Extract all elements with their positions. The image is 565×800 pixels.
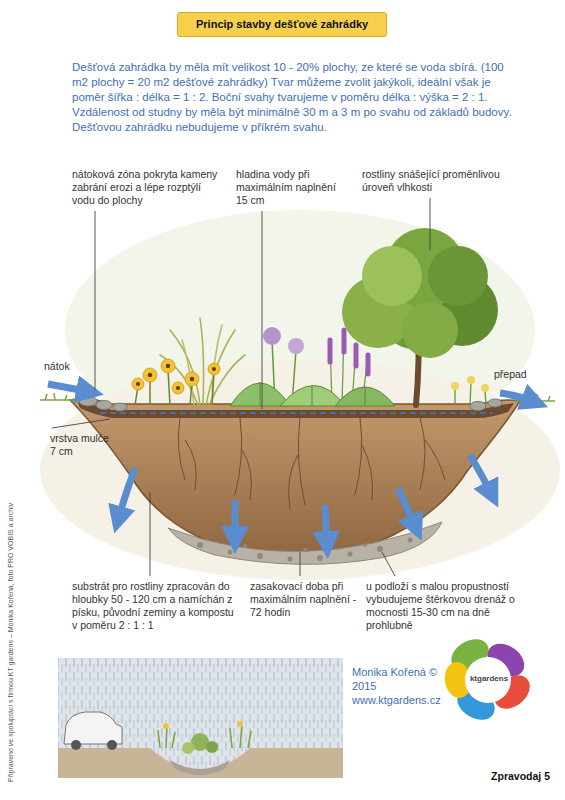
soil-basin [70, 399, 520, 565]
ktgardens-logo [442, 633, 536, 726]
leader-line [95, 211, 96, 390]
credit-sidebar: Připraveno ve spolupráci s firmou KT gar… [6, 422, 15, 782]
leader-lines [52, 198, 430, 576]
yellow-flowers [132, 359, 220, 405]
hosta-mounds [230, 382, 395, 406]
callout-text: substrát pro rostliny zpracován do hloub… [72, 580, 240, 632]
page-footer: Zpravodaj 5 [470, 770, 550, 783]
leader-line [430, 198, 431, 250]
title-banner: Princip stavby dešťové zahrádky [177, 12, 387, 37]
leader-line [300, 552, 301, 576]
logo-text: ktgardens [466, 674, 512, 684]
leader-line [52, 419, 110, 428]
water-arrows [48, 384, 535, 545]
flow-label: nátok [44, 360, 84, 373]
leader-line [262, 211, 263, 409]
callout-text: hladina vody při maximálním naplnění 15 … [236, 168, 344, 207]
background-wash [40, 210, 560, 580]
callout-text: zasakovací doba při maximálním naplnění … [250, 580, 360, 619]
author-signature: Monika Kořená © 2015 www.ktgardens.cz [352, 665, 452, 707]
callout-text: u podloží s malou propustností vybudujem… [366, 580, 536, 632]
leader-line [382, 552, 395, 576]
water-level-line [100, 412, 492, 414]
intro-text: Dešťová zahrádka by měla mít velikost 10… [72, 60, 512, 135]
callout-text: rostliny snášející proměnlivou úroveň vl… [362, 168, 502, 194]
small-rain-scene [58, 658, 343, 778]
callout-text: nátoková zóna pokryta kameny zabrání ero… [72, 168, 224, 207]
callout-text: vrstva mulče 7 cm [50, 432, 112, 458]
flow-label: přepad [494, 368, 554, 381]
right-small-flowers [451, 376, 489, 405]
leader-line [150, 492, 151, 576]
grasses [160, 318, 245, 405]
